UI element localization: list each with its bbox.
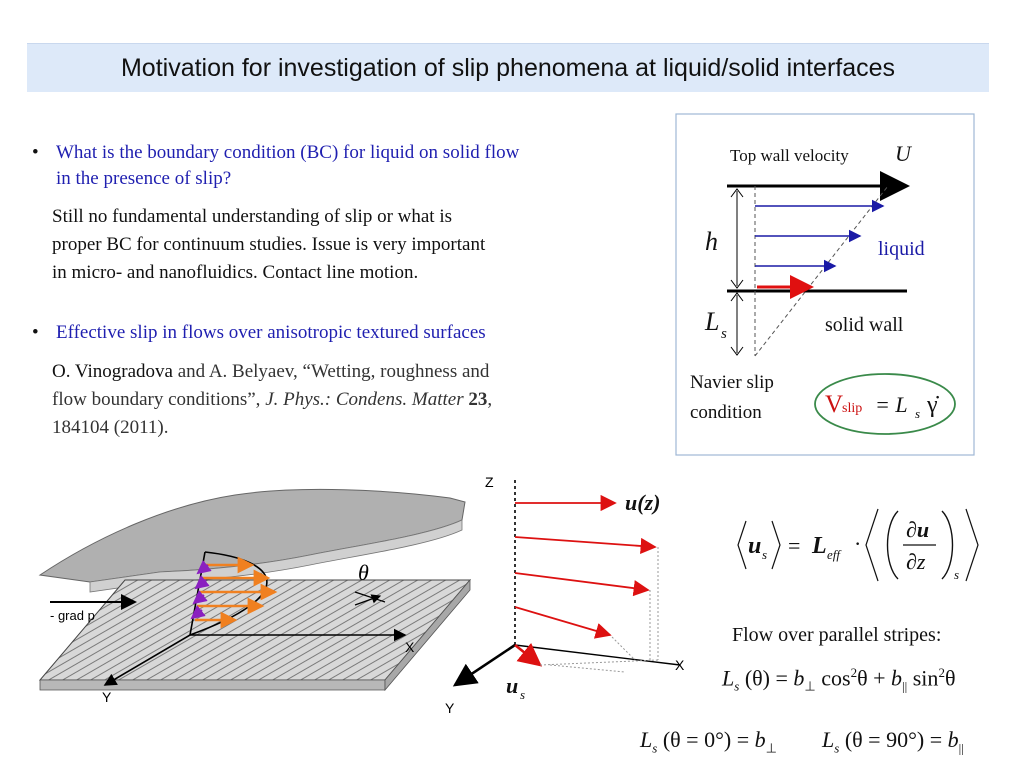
liquid-label: liquid [878, 238, 925, 260]
eq-ls0-b: b [754, 727, 766, 752]
eq-ls90-arg: (θ = 90°) = [844, 727, 943, 752]
y-axis-label: Y [102, 689, 112, 705]
ls-zero-equation: Ls (θ = 0°) = b⊥ [640, 727, 777, 756]
velocity-profile-diagram: Z u(z) u s X Y [445, 474, 685, 716]
eq-ls90-b: b [947, 727, 959, 752]
paragraph-line3: in micro- and nanofluidics. Contact line… [52, 262, 419, 283]
top-wall-label: Top wall velocity [730, 146, 849, 165]
reference-citation: O. Vinogradova and A. Belyaev, “Wetting,… [52, 358, 672, 442]
navier-eq-rhs-sub: s [915, 406, 920, 421]
y-axis [452, 643, 516, 687]
reference-line2-post: , [487, 389, 493, 410]
ls-ninety-equation: Ls (θ = 90°) = b|| [822, 727, 964, 756]
navier-eq-rhs: = L [875, 392, 908, 417]
profile-arrow [514, 606, 612, 639]
reference-line2-pre: flow boundary conditions”, [52, 389, 266, 410]
eq-ls0-sub: s [652, 740, 658, 756]
us-label: u [506, 673, 518, 698]
ls-theta-equation: Ls (θ) = b⊥ cos2θ + b|| sin2θ [722, 665, 955, 695]
bullet-question: • What is the boundary condition (BC) for… [32, 140, 672, 192]
y-axis-label: Y [445, 700, 455, 716]
bullet-effective-slip: • Effective slip in flows over anisotropi… [32, 320, 672, 346]
striped-surface-diagram: - grad p θ X Y [38, 488, 472, 705]
eq-sin: sin [912, 665, 939, 691]
paragraph-line2: proper BC for continuum studies. Issue i… [52, 234, 486, 255]
navier-equation-ellipse [814, 373, 956, 435]
navier-label-line1: Navier slip [690, 372, 774, 393]
reference-and: and A. Belyaev, “Wetting, roughness and [172, 361, 490, 382]
eq-equals: = [788, 533, 800, 558]
eq-ls0-arg: (θ = 0°) = [662, 727, 750, 752]
eq-sin-pow: 2 [938, 665, 945, 680]
slide-title: Motivation for investigation of slip phe… [120, 53, 896, 82]
bullet-effective-slip-text: Effective slip in flows over anisotropic… [56, 322, 486, 343]
motivation-paragraph: Still no fundamental understanding of sl… [52, 203, 652, 287]
eq-ls0-b-sub: ⊥ [765, 740, 777, 756]
eq-ls: L [722, 665, 735, 691]
stripes-title: Flow over parallel stripes: [732, 624, 942, 646]
eq-cos-pow: 2 [850, 665, 858, 680]
profile-arrow [514, 536, 657, 555]
bullet-question-line1: What is the boundary condition (BC) for … [56, 142, 520, 163]
eq-theta2: θ [944, 665, 956, 691]
bullet-marker: • [32, 322, 39, 343]
ls-label: L [704, 307, 719, 336]
eq-bperp: b [793, 665, 805, 691]
reference-line3: 184104 (2011). [52, 417, 169, 438]
slip-arrow [514, 642, 543, 667]
navier-eq-v: V [825, 391, 843, 418]
x-axis-label: X [675, 657, 685, 673]
eq-bpar: b [891, 665, 903, 691]
title-bar: Motivation for investigation of slip phe… [27, 43, 989, 92]
uz-label: u(z) [625, 490, 660, 515]
bullet-marker: • [32, 142, 39, 163]
eq-leff: L [811, 533, 827, 559]
eq-ls-sub: s [734, 678, 740, 694]
navier-frame [675, 113, 975, 456]
eq-outer-sub: s [954, 567, 959, 582]
eq-ls90-b-sub: || [958, 740, 964, 756]
ls-subscript: s [721, 326, 727, 342]
reference-volume: 23 [468, 389, 488, 410]
x-axis-label: X [405, 639, 415, 655]
eq-cos: cos [821, 665, 851, 691]
solid-wall-label: solid wall [825, 314, 904, 336]
eq-us: u [748, 533, 761, 559]
eq-numerator: ∂u [906, 517, 929, 542]
y-axis [103, 634, 191, 686]
eq-dot: · [854, 531, 861, 556]
navier-label-line2: condition [690, 402, 762, 423]
eq-theta1: θ + [857, 665, 886, 691]
top-wall-symbol: U [895, 141, 913, 166]
eq-bperp-sub: ⊥ [804, 678, 816, 694]
bullet-question-line2: in the presence of slip? [56, 168, 232, 189]
eq-us-sub: s [762, 547, 767, 562]
reference-authors: O. Vinogradova [52, 361, 173, 382]
reference-journal: J. Phys.: Condens. Matter [265, 389, 464, 410]
eq-denominator: ∂z [906, 549, 926, 574]
theta-label: θ [358, 560, 369, 585]
navier-eq-slip-sub: slip [842, 401, 862, 416]
eq-ls-arg: (θ) = [744, 665, 788, 691]
paragraph-line1: Still no fundamental understanding of sl… [52, 206, 453, 227]
x-axis [514, 644, 681, 666]
eq-ls0: L [640, 727, 653, 752]
grad-p-label: - grad p [50, 608, 95, 623]
z-axis-label: Z [485, 474, 494, 490]
navier-eq-gamma: γ̇ [926, 392, 940, 418]
eq-ls90-sub: s [834, 740, 840, 756]
eq-ls90: L [822, 727, 835, 752]
average-slip-equation: u s = L eff · ∂u ∂z s [737, 508, 979, 582]
profile-arrow [514, 572, 650, 597]
navier-slip-diagram: Top wall velocity U h liquid L s solid w… [675, 113, 975, 456]
us-subscript: s [520, 687, 525, 702]
eq-leff-sub: eff [827, 547, 842, 562]
h-label: h [705, 227, 718, 256]
velocity-profile-line [754, 185, 889, 357]
surface-edge [39, 679, 386, 691]
eq-bpar-sub: || [902, 678, 908, 694]
top-wall-edge [89, 519, 463, 593]
